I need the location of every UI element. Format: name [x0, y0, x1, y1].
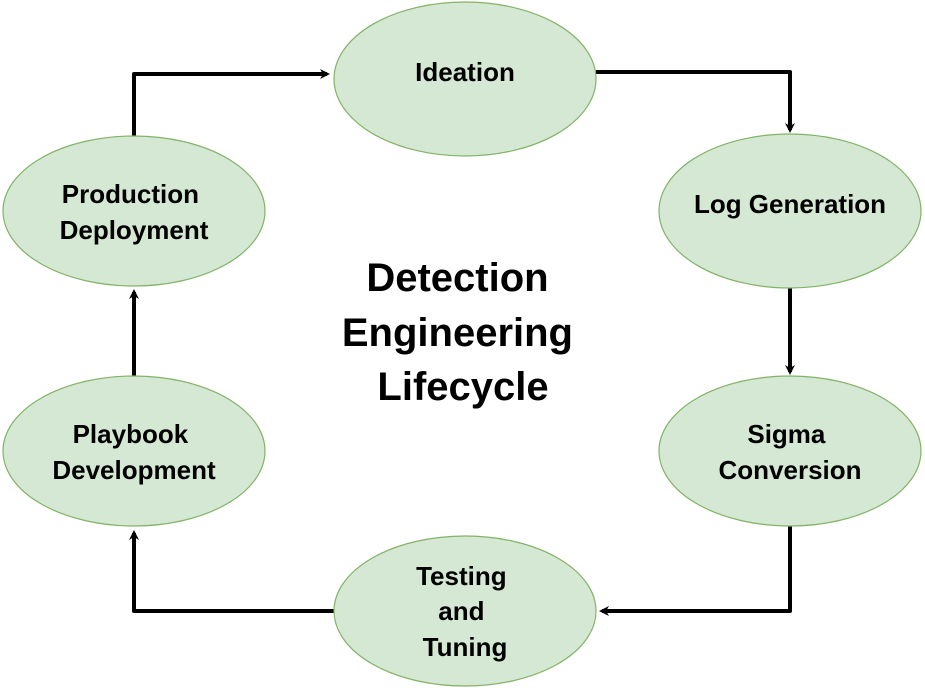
node-sigma-conversion-line: Conversion — [718, 455, 861, 485]
svg-text:Testing and Tuning: Testing and Tuning — [416, 561, 514, 662]
node-sigma-conversion: Sigma Conversion — [658, 375, 922, 527]
diagram-title-line: Detection — [366, 256, 548, 300]
node-log-generation-line: Log Generation — [694, 189, 886, 219]
diagram-title: Detection Engineering Lifecycle — [342, 256, 584, 409]
node-log-generation: Log Generation — [658, 133, 922, 289]
node-testing-tuning-line: Tuning — [423, 632, 508, 662]
edge-testing-tuning-to-playbook-development — [129, 530, 334, 613]
node-playbook-development: Playbook Development — [2, 375, 266, 527]
node-production-deployment-shape — [2, 135, 266, 287]
diagram-title-line: Lifecycle — [377, 365, 548, 409]
svg-text:Sigma Conversion: Sigma Conversion — [718, 419, 861, 485]
node-production-deployment-line: Production — [62, 179, 199, 209]
svg-text:Ideation: Ideation — [415, 57, 515, 87]
diagram-title-line: Engineering — [342, 311, 573, 355]
edge-ideation-to-log-generation — [596, 70, 795, 133]
svg-text:Production Deployment: Production Deployment — [60, 179, 209, 245]
node-testing-tuning: Testing and Tuning — [333, 535, 597, 687]
node-production-deployment-line: Deployment — [60, 215, 209, 245]
node-sigma-conversion-shape — [658, 375, 922, 527]
node-ideation-shape — [333, 1, 597, 157]
edge-production-deployment-to-ideation — [132, 69, 330, 136]
node-testing-tuning-shape — [333, 535, 597, 687]
node-log-generation-shape — [658, 133, 922, 289]
edge-sigma-conversion-to-testing-tuning — [599, 526, 792, 616]
node-testing-tuning-line: Testing — [416, 561, 507, 591]
node-ideation: Ideation — [333, 1, 597, 157]
node-playbook-development-shape — [2, 375, 266, 527]
svg-text:Log Generation: Log Generation — [694, 189, 886, 219]
node-ideation-line: Ideation — [415, 57, 515, 87]
node-playbook-development-line: Playbook — [73, 419, 189, 449]
svg-text:Playbook Development: Playbook Development — [52, 419, 216, 485]
node-sigma-conversion-line: Sigma — [747, 419, 826, 449]
node-playbook-development-line: Development — [52, 455, 216, 485]
node-testing-tuning-line: and — [438, 596, 484, 626]
node-production-deployment: Production Deployment — [2, 135, 266, 287]
edges — [129, 69, 795, 616]
